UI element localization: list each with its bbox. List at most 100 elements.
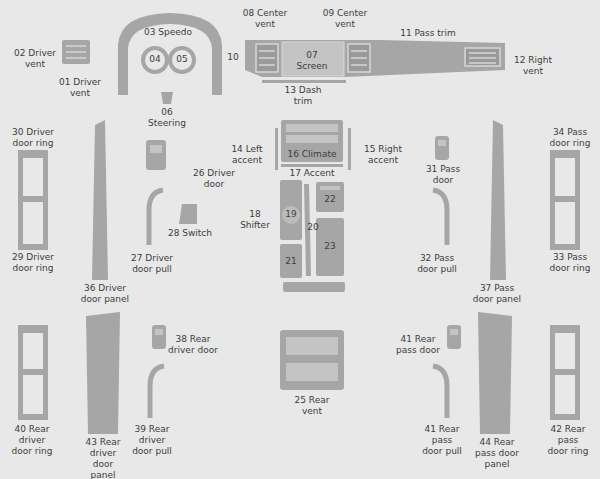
center-vent (351, 51, 367, 65)
right-vent (465, 48, 500, 66)
right-vent (465, 48, 500, 66)
door-ring (550, 150, 580, 250)
rear-vent (280, 330, 344, 390)
door-panel (86, 312, 120, 434)
door-switch-trim (150, 145, 162, 153)
climate-panel (286, 135, 338, 143)
door-switch-trim (146, 140, 166, 170)
part-label: 36 Driver door panel (76, 283, 134, 305)
part-label: 14 Left accent (224, 144, 270, 166)
console-trim (320, 186, 340, 190)
dash-trim (245, 40, 505, 77)
center-vent (348, 44, 370, 72)
part-label: 34 Pass door ring (544, 127, 596, 149)
door-switch-trim (155, 329, 163, 335)
steering-trim (161, 92, 173, 104)
console-trim (280, 180, 345, 292)
center-vent (348, 44, 370, 72)
dash-screen (282, 42, 344, 76)
left-accent (275, 128, 278, 170)
door-ring (18, 150, 48, 250)
part-label: 06 Steering (142, 107, 192, 129)
part-label: 29 Driver door ring (6, 252, 60, 274)
console-trim (280, 180, 302, 240)
trim-illustration (18, 13, 580, 434)
part-label: 41 Rear pass door (393, 334, 443, 356)
console-trim (316, 218, 344, 276)
climate-panel (281, 120, 343, 162)
gauge-ring (143, 48, 167, 72)
part-label: 17 Accent (282, 168, 342, 179)
console-accent (281, 164, 343, 167)
door-panel (490, 120, 506, 280)
part-label: 31 Pass door (423, 164, 463, 186)
callout-number: 05 (174, 54, 190, 65)
door-switch-trim (450, 329, 458, 335)
part-label: 02 Driver vent (10, 48, 60, 70)
callout-number: 21 (284, 256, 298, 267)
part-label: 33 Pass door ring (544, 252, 596, 274)
door-pull (433, 366, 447, 418)
part-label: 13 Dash trim (280, 85, 326, 107)
door-pull (433, 190, 447, 245)
dash-lower-trim (262, 80, 346, 83)
door-switch-trim (447, 325, 461, 349)
part-label: 27 Driver door pull (125, 253, 179, 275)
callout-number: 20 (306, 222, 320, 233)
driver-vent (62, 40, 90, 64)
callout-number: 04 (147, 54, 163, 65)
part-label: 43 Rear driver door panel (80, 437, 127, 479)
console-trim (280, 244, 302, 278)
console-trim (316, 182, 344, 212)
rear-vent (286, 337, 338, 355)
door-switch-trim (152, 325, 166, 349)
callout-number: 22 (323, 194, 337, 205)
part-label: 40 Rear driver door ring (10, 424, 54, 457)
part-label: 15 Right accent (358, 144, 408, 166)
part-label: 38 Rear driver door (168, 334, 218, 356)
part-label: 08 Center vent (240, 8, 290, 30)
climate-panel (286, 124, 338, 132)
part-label: 42 Rear pass door ring (547, 424, 589, 457)
rear-vent (280, 330, 344, 390)
driver-vent (66, 46, 86, 58)
part-label: 30 Driver door ring (6, 127, 60, 149)
center-vent (256, 44, 278, 72)
door-pull (149, 190, 163, 245)
center-vent (259, 51, 275, 65)
door-switch-trim (447, 325, 461, 349)
climate-panel (281, 120, 343, 162)
part-label: 12 Right vent (509, 55, 557, 77)
part-label: 03 Speedo (138, 27, 198, 38)
part-label: 44 Rear pass door panel (474, 437, 521, 470)
door-ring (18, 325, 48, 420)
part-label: 32 Pass door pull (412, 253, 462, 275)
right-accent (348, 128, 351, 170)
part-label: 18 Shifter (237, 209, 273, 231)
console-trim (282, 206, 300, 224)
rear-vent (286, 363, 338, 381)
door-switch-trim (435, 136, 449, 160)
part-label: 41 Rear pass door pull (421, 424, 463, 457)
door-panel (478, 312, 512, 434)
door-panel (92, 120, 108, 280)
part-label: 01 Driver vent (55, 77, 105, 99)
right-vent (469, 53, 496, 63)
speedo-trim (118, 13, 222, 95)
door-switch-trim (146, 140, 166, 170)
console-trim (283, 282, 345, 292)
door-pull (150, 366, 164, 418)
door-switch-trim (438, 140, 446, 146)
center-vent (256, 44, 278, 72)
part-label: 26 Driver door (187, 168, 241, 190)
part-label: 25 Rear vent (289, 395, 335, 417)
part-label: 39 Rear driver door pull (129, 424, 176, 457)
part-label: 28 Switch (160, 228, 220, 239)
switch-trim (179, 204, 197, 224)
callout-number: 19 (284, 209, 298, 220)
part-label: 09 Center vent (320, 8, 370, 30)
door-switch-trim (435, 136, 449, 160)
part-label: 11 Pass trim (393, 28, 463, 39)
gauge-ring (170, 48, 194, 72)
